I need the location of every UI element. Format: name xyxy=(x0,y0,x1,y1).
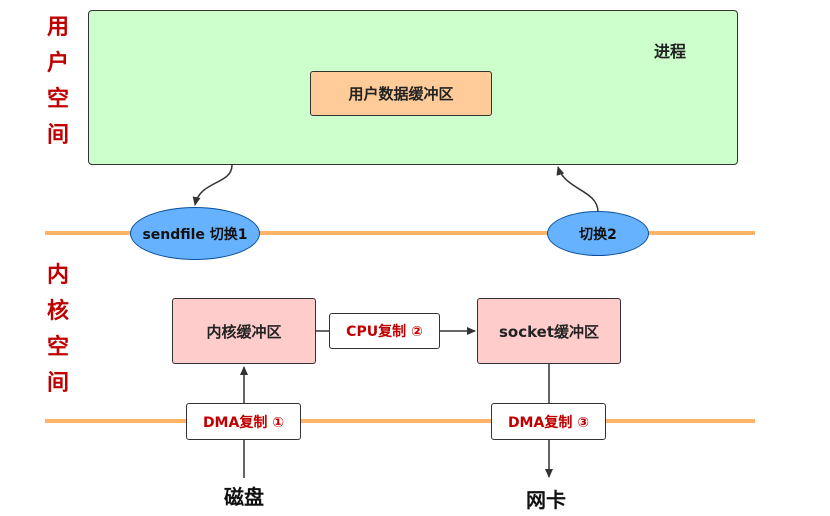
process-title: 进程 xyxy=(654,42,687,61)
nic-label: 网卡 xyxy=(526,488,566,512)
kernel-buffer: 内核缓冲区 xyxy=(172,298,316,364)
arrow-process-to-switch1 xyxy=(192,164,233,206)
user-space-label: 用 户 空 间 xyxy=(46,15,69,148)
cpu-copy-tag: CPU复制 ② xyxy=(329,313,440,349)
dma-copy-3-tag: DMA复制 ③ xyxy=(491,403,606,440)
arrow-switch2-to-process xyxy=(556,166,599,213)
socket-buffer: socket缓冲区 xyxy=(477,298,621,364)
disk-label: 磁盘 xyxy=(224,485,264,509)
switch2: 切换2 xyxy=(547,211,649,256)
kernel-space-label: 内 核 空 间 xyxy=(46,263,69,396)
switch1-sendfile: sendfile 切换1 xyxy=(130,207,260,260)
dma-copy-1-tag: DMA复制 ① xyxy=(186,403,301,440)
user-data-buffer: 用户数据缓冲区 xyxy=(310,71,492,116)
